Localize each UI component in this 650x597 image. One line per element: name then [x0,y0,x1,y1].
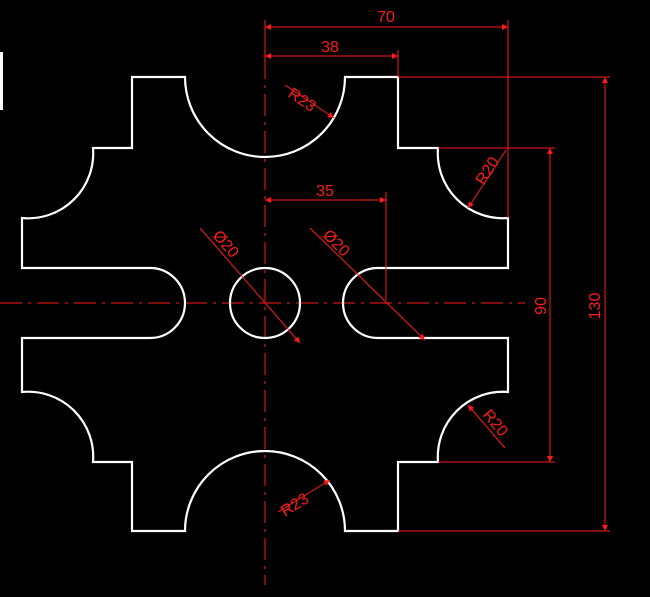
dim-35-label: 35 [316,183,334,200]
dim-70-label: 70 [377,9,395,26]
dim-slot-label: Ø20 [319,227,352,260]
dim-center-hole-leader [199,227,301,344]
dim-130-label: 130 [587,293,604,320]
dim-r23-bottom-leader [277,479,331,513]
dim-r23-bottom-label: R23 [278,490,312,520]
dim-r23-top-label: R23 [285,85,319,116]
dim-90-label: 90 [533,297,550,315]
dim-slot-leader [309,227,426,341]
dim-r20-upper-label: R20 [473,154,503,188]
dim-38-label: 38 [321,39,339,56]
extension-lines [264,20,610,532]
dim-r20-lower-leader [467,404,506,449]
dim-r20-upper-leader [467,149,507,209]
window-edge-marker [0,52,3,110]
dim-r23-top-leader [284,84,335,119]
center-hole [228,266,302,340]
